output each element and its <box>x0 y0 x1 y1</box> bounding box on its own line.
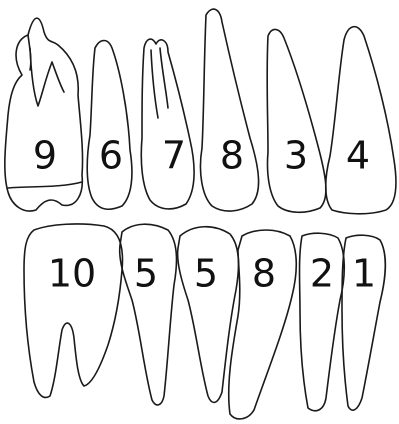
upper-tooth-1 <box>5 18 83 211</box>
upper-tooth-2 <box>87 41 132 210</box>
upper-number-3: 7 <box>162 134 186 178</box>
upper-tooth-4 <box>200 9 258 211</box>
lower-number-1: 10 <box>48 252 96 296</box>
upper-tooth-5 <box>267 29 326 212</box>
lower-number-3: 5 <box>194 252 218 296</box>
lower-number-4: 8 <box>252 252 276 296</box>
upper-number-5: 3 <box>284 134 308 178</box>
lower-number-5: 2 <box>310 252 334 296</box>
lower-number-6: 1 <box>352 252 376 296</box>
upper-number-1: 9 <box>33 134 57 178</box>
upper-tooth-3 <box>141 39 194 209</box>
upper-number-4: 8 <box>220 134 244 178</box>
lower-number-2: 5 <box>134 252 158 296</box>
upper-tooth-6 <box>326 27 396 214</box>
upper-number-2: 6 <box>99 134 123 178</box>
upper-number-6: 4 <box>346 134 370 178</box>
lower-tooth-1 <box>24 224 122 398</box>
